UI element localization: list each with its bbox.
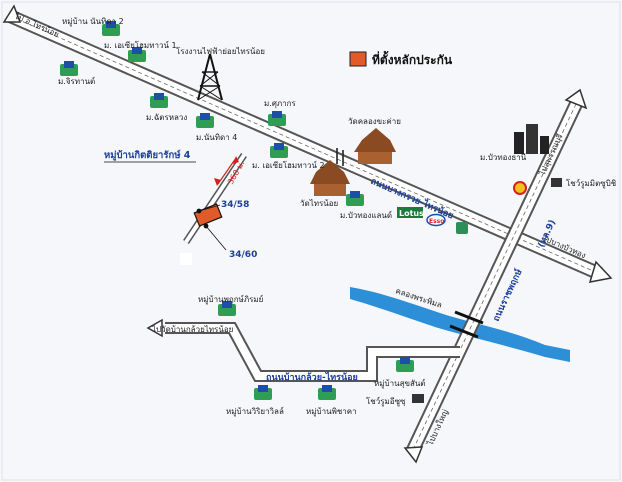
lot2-pointer <box>205 225 227 251</box>
distance-arrow-top <box>233 156 239 164</box>
place-label: โชว์รูมอีซูซุ <box>366 396 406 407</box>
village-icons <box>60 21 414 400</box>
house-icon <box>102 21 120 36</box>
house-icon <box>254 385 272 400</box>
showroom-isuzu-icon <box>412 394 424 403</box>
place-label: โชว์รูมมิตซูบิชิ <box>566 178 617 189</box>
place-label: ม.ฉัตรหลวง <box>146 113 187 122</box>
showroom-mitsu-icon <box>551 178 562 187</box>
place-label: หมู่บ้านพฤกษ์ภิรมย์ <box>198 294 263 305</box>
ratchaphruek-road <box>403 88 588 464</box>
lot1-pointer <box>198 204 221 212</box>
house-icon <box>270 143 288 158</box>
place-label: โรงงานไฟฟ้าย่อยไทรน้อย <box>176 46 265 56</box>
shell-icon <box>513 181 527 195</box>
place-label: วัดคลองขะค่าย <box>348 117 401 126</box>
esso-logo-icon: Esso <box>426 213 446 227</box>
lotus-label: Lotus <box>399 209 424 218</box>
bottom-road <box>146 318 460 382</box>
place-label: ม.บัวทองแลนด์ <box>340 210 392 220</box>
lotus-logo-icon: Lotus <box>397 207 424 218</box>
blank-mark <box>180 253 192 265</box>
distance-arrow-bottom <box>214 178 221 186</box>
buildings-icon <box>514 124 549 154</box>
place-label: ม. เอเซียโฮมทาวน์ 2 <box>252 160 325 170</box>
lot1-label: 34/58 <box>221 200 249 210</box>
property-village-label: หมู่บ้านกิตติยารักษ์ 4 <box>104 149 191 162</box>
house-icon <box>60 61 78 76</box>
lot2-label: 34/60 <box>229 250 257 260</box>
place-label: ม.ศุภากร <box>264 99 297 108</box>
house-icon <box>196 113 214 128</box>
place-label: หมู่บ้านวิริยาวิลล์ <box>226 406 284 417</box>
place-label: หมู่บ้านพิชาคา <box>306 407 357 417</box>
bottom-road-arrow <box>146 318 163 338</box>
house-icon <box>396 357 414 372</box>
bottom-road-label: ถนนบ้านกล้วย-ไทรน้อย <box>266 371 358 383</box>
place-label: ม.บัวทองธานี <box>480 153 527 162</box>
place-label: หมู่บ้านสุขสันต์ <box>374 378 425 389</box>
ratchaphruek-arrow-top <box>564 88 588 110</box>
power-tower-icon <box>197 53 223 101</box>
place-label: ม.จิรทานต์ <box>58 76 95 86</box>
main-road <box>2 4 613 283</box>
legend-swatch <box>349 51 367 67</box>
house-icon <box>150 93 168 108</box>
main-road-arrow-left <box>2 4 22 23</box>
main-road-arrow-right <box>588 260 613 283</box>
property-lot <box>193 203 223 227</box>
house-icon <box>218 301 236 316</box>
road-crossing-mark <box>336 148 344 166</box>
place-label: ม. เอเซียโฮมทาวน์ 1 <box>104 40 177 50</box>
place-label: วัดไทรน้อย <box>300 199 338 208</box>
place-label: หมู่บ้าน นันทิดา 2 <box>62 17 124 27</box>
distance-line <box>217 157 237 185</box>
ratchaphruek-arrow-bottom <box>403 446 424 464</box>
place-label: ม.นันทิดา 4 <box>196 133 237 142</box>
bridge <box>449 310 484 339</box>
legend-label: ที่ตั้งหลักประกัน <box>372 50 453 67</box>
house-icon <box>268 111 286 126</box>
road-label-to-temple: ไปวัดบ้านกล้วยไทรน้อย <box>151 325 233 334</box>
temple-icon-sai-noi <box>310 160 350 196</box>
house-icon <box>346 191 364 206</box>
station-icon <box>456 222 468 234</box>
access-soi <box>183 153 247 244</box>
house-icon <box>128 47 146 62</box>
house-icon <box>318 385 336 400</box>
esso-label: Esso <box>429 218 444 225</box>
temple-icon-khlong-kha <box>354 128 396 164</box>
canal-shape <box>350 287 570 362</box>
